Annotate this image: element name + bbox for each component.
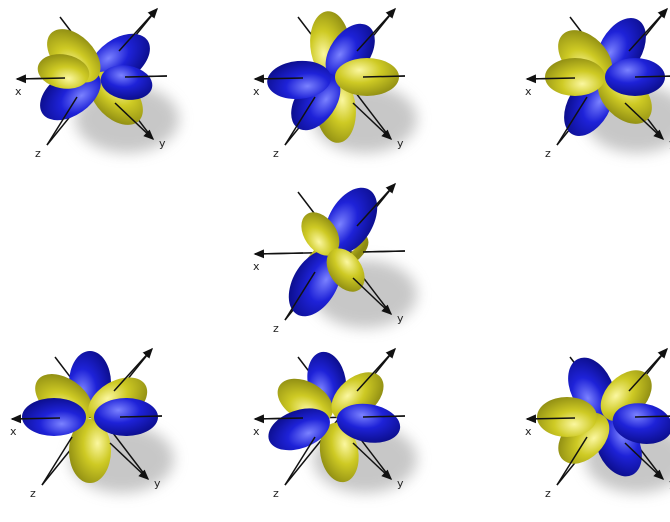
x-axis-label: x: [525, 85, 532, 98]
z-axis-label: z: [35, 147, 41, 160]
y-axis-label: y: [397, 477, 404, 490]
y-axis-arrow: [114, 102, 155, 141]
orbital-2-figure: x y z: [253, 7, 417, 160]
z-axis-arrow: [356, 7, 397, 52]
y-axis-label: y: [154, 477, 161, 490]
y-axis-arrow: [624, 102, 665, 141]
x-axis-arrow: [253, 249, 304, 259]
orbital-lobe: [69, 419, 111, 483]
orbital-lobe: [612, 403, 670, 444]
x-axis-arrow: [525, 74, 576, 84]
x-axis-label: x: [253, 425, 260, 438]
x-axis-front: [124, 75, 168, 78]
orbital-5: x y z: [5, 345, 195, 522]
y-axis-label: y: [397, 312, 404, 325]
z-axis-front: [556, 96, 588, 146]
z-axis-label: z: [273, 487, 279, 500]
z-axis-arrow: [356, 347, 397, 392]
x-axis-label: x: [15, 85, 22, 98]
orbital-lobe: [336, 403, 401, 443]
x-axis-arrow: [525, 414, 576, 424]
orbital-1: x y z: [10, 5, 200, 185]
orbital-5-figure: x y z: [10, 347, 174, 500]
orbital-1-figure: x y z: [15, 7, 179, 160]
z-axis-arrow: [356, 182, 397, 227]
z-axis-label: z: [273, 147, 279, 160]
x-axis-front: [119, 415, 163, 418]
orbital-7: xyz: [520, 345, 670, 522]
orbital-4: x y z: [248, 180, 438, 360]
y-axis-label: y: [397, 137, 404, 150]
z-axis-arrow: [628, 7, 669, 52]
x-axis-label: x: [10, 425, 17, 438]
orbital-lobe: [301, 212, 340, 256]
z-axis-arrow: [118, 7, 159, 52]
z-axis-front: [284, 96, 316, 146]
z-axis-label: z: [30, 487, 36, 500]
x-axis-arrow: [253, 414, 304, 424]
x-axis-arrow: [15, 74, 66, 84]
x-axis-front: [634, 415, 670, 418]
z-axis-front: [46, 96, 78, 146]
orbital-lobe: [537, 397, 597, 437]
x-axis-label: x: [525, 425, 532, 438]
orbital-6-figure: x y z: [253, 347, 417, 500]
z-axis-arrow: [628, 347, 669, 392]
orbital-lobe: [545, 58, 605, 96]
y-axis-label: y: [159, 137, 166, 150]
y-axis-arrow: [624, 442, 665, 481]
orbital-lobe: [22, 398, 86, 436]
orbital-3: xyz: [520, 5, 670, 185]
x-axis-front: [634, 75, 670, 78]
orbital-lobe: [37, 54, 90, 89]
orbital-4-figure: x y z: [253, 182, 417, 335]
y-axis-arrow: [352, 277, 393, 316]
y-axis-arrow: [352, 102, 393, 141]
x-axis-arrow: [10, 414, 61, 424]
y-axis-arrow: [352, 442, 393, 481]
y-axis-arrow: [109, 442, 150, 481]
z-axis-front: [284, 271, 316, 321]
x-axis-front: [362, 75, 406, 78]
z-axis-label: z: [545, 147, 551, 160]
orbital-2: x y z: [248, 5, 438, 185]
orbital-lobe: [319, 422, 359, 483]
x-axis-label: x: [253, 85, 260, 98]
x-axis-arrow: [253, 74, 304, 84]
z-axis-arrow: [113, 347, 154, 392]
orbital-3-figure: xyz: [525, 7, 670, 160]
z-axis-front: [556, 436, 588, 486]
x-axis-front: [362, 250, 406, 253]
orbital-6: x y z: [248, 345, 438, 522]
z-axis-front: [41, 436, 73, 486]
x-axis-front: [362, 415, 406, 418]
z-axis-label: z: [273, 322, 279, 335]
x-axis-label: x: [253, 260, 260, 273]
z-axis-label: z: [545, 487, 551, 500]
orbital-7-figure: xyz: [525, 347, 670, 500]
orbital-lobe: [100, 65, 153, 100]
z-axis-front: [284, 436, 316, 486]
orbital-lobe: [267, 60, 332, 100]
